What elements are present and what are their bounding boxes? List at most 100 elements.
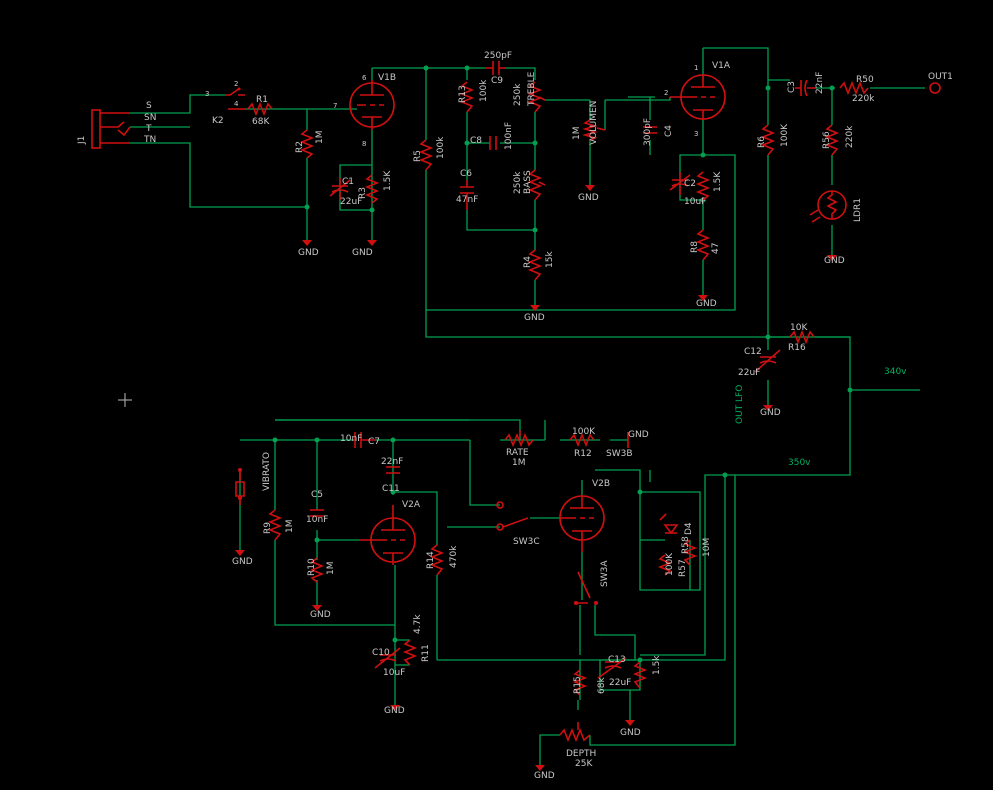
svg-text:2: 2 (234, 80, 238, 88)
svg-text:100nF: 100nF (504, 122, 514, 150)
r17-resistor: 1.5k (632, 655, 662, 689)
svg-text:R57: R57 (678, 559, 688, 577)
svg-text:3: 3 (205, 90, 209, 98)
j1-label: J1 (77, 136, 87, 145)
b-plus-350v-label: 350v (788, 458, 811, 468)
svg-text:VIBRATO: VIBRATO (262, 452, 272, 491)
svg-text:TN: TN (143, 135, 156, 145)
gnd-label: GND (620, 728, 641, 738)
svg-text:R1: R1 (256, 95, 268, 105)
c13-capacitor: C13 22uF (597, 655, 631, 688)
gnd-label: GND (310, 610, 331, 620)
svg-text:1M: 1M (512, 458, 526, 468)
svg-text:10uF: 10uF (383, 668, 405, 678)
c2-capacitor: C2 10uF (669, 172, 706, 207)
r11-resistor: 4.7k R11 (402, 614, 431, 666)
svg-text:TREBLE: TREBLE (527, 71, 537, 107)
svg-text:R9: R9 (263, 522, 273, 534)
svg-text:15k: 15k (545, 251, 555, 268)
r16-resistor: 10K R16 (788, 323, 815, 353)
svg-text:R14: R14 (426, 551, 436, 569)
out1-terminal: OUT1 (928, 72, 953, 94)
svg-text:SW3C: SW3C (513, 537, 540, 547)
svg-text:R13: R13 (458, 85, 468, 103)
svg-text:1M: 1M (326, 562, 336, 576)
gnd-label: GND (534, 771, 555, 781)
volumen-pot: 1M VOLUMEN (572, 101, 606, 145)
r6-resistor: R6 100K (757, 123, 790, 156)
svg-text:250k: 250k (513, 83, 523, 106)
gnd-label: GND (696, 299, 717, 309)
wires (130, 47, 925, 765)
c4-capacitor: 300pF C4 (643, 118, 674, 146)
ground-symbols: GND GND GND GND GND GND GND GND GND GND … (232, 185, 845, 781)
c12-capacitor: C12 22uF (738, 347, 781, 378)
sw3b-switch: SW3B (606, 432, 633, 459)
svg-text:S: S (146, 101, 152, 111)
c11-capacitor: 22nF C11 (381, 457, 403, 494)
r1-resistor: R1 68K (247, 95, 273, 127)
svg-text:22uF: 22uF (609, 678, 631, 688)
svg-text:1M: 1M (285, 520, 295, 534)
sw3c-switch: SW3C (496, 501, 540, 547)
svg-text:C9: C9 (491, 76, 503, 86)
svg-text:470k: 470k (449, 545, 459, 568)
svg-text:C12: C12 (744, 347, 762, 357)
svg-text:K2: K2 (212, 116, 224, 126)
svg-text:OUT1: OUT1 (928, 72, 953, 82)
r10-resistor: R10 1M (307, 557, 336, 583)
svg-text:10M: 10M (702, 538, 712, 557)
svg-text:T: T (145, 124, 152, 134)
svg-text:300pF: 300pF (643, 118, 653, 146)
c8-capacitor: C8 100nF (470, 122, 514, 150)
svg-text:R10: R10 (307, 558, 317, 576)
svg-text:22uF: 22uF (340, 197, 362, 207)
svg-text:7: 7 (333, 102, 337, 110)
svg-text:V1A: V1A (712, 61, 731, 71)
r56-resistor: R56 220k (822, 124, 855, 156)
svg-text:DEPTH: DEPTH (566, 749, 596, 759)
svg-text:C8: C8 (470, 136, 482, 146)
v2b-tube: V2B (559, 479, 610, 552)
svg-text:R5: R5 (413, 150, 423, 162)
r15-resistor: R15 68k (572, 669, 607, 696)
c9-capacitor: 250pF C9 (484, 51, 512, 86)
ldr1-photoresistor: LDR1 (809, 190, 863, 223)
c7-capacitor: 10nF C7 (340, 432, 380, 448)
v1a-tube: V1A 1 2 3 (664, 61, 731, 138)
svg-text:8: 8 (362, 140, 366, 148)
v1b-tube: V1B 6 7 8 (333, 73, 396, 148)
vibrato-jack: VIBRATO (235, 452, 272, 505)
svg-text:C7: C7 (368, 437, 380, 447)
svg-text:R6: R6 (757, 136, 767, 148)
depth-pot: DEPTH 25K (559, 722, 596, 769)
gnd-label: GND (824, 256, 845, 266)
svg-text:68k: 68k (597, 677, 607, 694)
r2-resistor: R2 1M (295, 129, 325, 159)
r12-resistor: 100K R12 (569, 427, 596, 459)
svg-text:RATE: RATE (506, 448, 529, 458)
svg-text:V1B: V1B (378, 73, 396, 83)
svg-text:C5: C5 (311, 490, 323, 500)
c3-capacitor: C3 22nF (787, 72, 825, 97)
svg-text:R50: R50 (856, 75, 874, 85)
svg-text:10K: 10K (790, 323, 808, 333)
r13-resistor: R13 100k (458, 79, 489, 113)
svg-text:22nF: 22nF (381, 457, 403, 467)
svg-text:C6: C6 (460, 169, 472, 179)
c10-capacitor: C10 10uF (372, 647, 405, 678)
svg-text:C11: C11 (382, 484, 400, 494)
c5-capacitor: C5 10nF (306, 490, 328, 525)
svg-text:10nF: 10nF (306, 515, 328, 525)
svg-text:R58: R58 (681, 536, 691, 554)
svg-text:V2A: V2A (402, 500, 421, 510)
r9-resistor: R9 1M (263, 509, 295, 541)
gnd-label: GND (298, 248, 319, 258)
svg-text:100K: 100K (572, 427, 596, 437)
svg-text:100K: 100K (665, 552, 675, 576)
svg-text:4.7k: 4.7k (413, 614, 423, 634)
svg-text:68K: 68K (252, 117, 270, 127)
svg-text:1.5K: 1.5K (713, 171, 723, 192)
svg-text:R56: R56 (822, 131, 832, 149)
